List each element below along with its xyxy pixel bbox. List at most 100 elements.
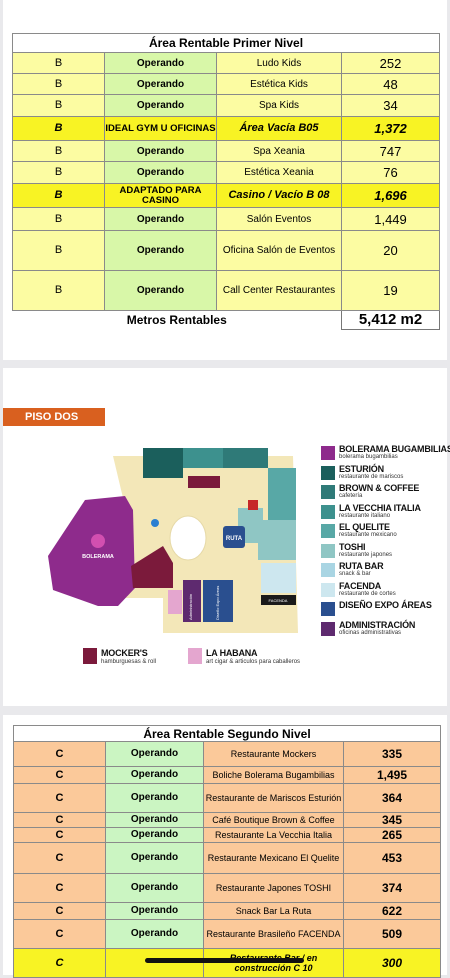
level-cell: C [13, 766, 106, 784]
status-cell: Operando [105, 741, 204, 767]
level-cell: B [12, 230, 105, 271]
legend-swatch [321, 485, 335, 499]
legend-sub: restaurante italiano [339, 512, 391, 519]
level-cell: B [12, 116, 105, 141]
area-cell: 76 [340, 161, 441, 184]
area-cell: 20 [340, 230, 441, 271]
area-cell: 345 [343, 812, 441, 828]
first-level-title: Área Rentable Primer Nivel [11, 33, 441, 53]
area-cell: 509 [343, 919, 441, 949]
administracion-area [183, 580, 201, 622]
legend-swatch [83, 648, 97, 664]
status-cell: Operando [105, 902, 204, 920]
legend-name: LA HABANA [206, 648, 258, 658]
status-cell: Operando [104, 270, 217, 311]
level-cell: B [12, 270, 105, 311]
area-cell: 265 [343, 827, 441, 843]
legend-swatch [321, 446, 335, 460]
footer-label: Metros Rentables [12, 310, 342, 329]
name-cell: Café Boutique Brown & Coffee [203, 812, 344, 828]
area-cell: 19 [340, 270, 441, 311]
level-cell: B [12, 161, 105, 184]
level-cell: C [13, 902, 106, 920]
legend-name: TOSHI [339, 541, 366, 552]
area-cell: 335 [343, 741, 441, 767]
legend-name: RUTA BAR [339, 561, 384, 571]
level-cell: C [13, 812, 106, 828]
diseno-area [203, 580, 233, 622]
legend-sub: bolerama bugambilias [339, 454, 398, 460]
level-cell: B [12, 183, 105, 208]
legend-sub: restaurante japones [339, 551, 393, 558]
legend-name: ADMINISTRACIÓN [339, 619, 416, 630]
legend-sub: cafetería [339, 493, 363, 499]
name-cell: Restaurante de Mariscos Esturión [203, 783, 344, 813]
level-cell: C [13, 783, 106, 813]
name-cell: Área Vacía B05 [216, 116, 342, 141]
elevator-icon [151, 519, 159, 527]
legend-name: EL QUELITE [339, 522, 390, 532]
legend-swatch [321, 543, 335, 558]
name-cell: Restaurante Mexicano El Quelite [203, 842, 344, 874]
area-cell: 34 [340, 94, 441, 117]
area-cell: 374 [343, 873, 441, 903]
level-cell: B [12, 207, 105, 231]
legend-item: DISEÑO EXPO ÁREAS [321, 600, 447, 620]
status-cell: IDEAL GYM U OFICINAS [104, 116, 217, 141]
level-cell: C [13, 948, 106, 978]
name-cell: Estética Kids [216, 73, 342, 95]
legend-name: BROWN & COFFEE [339, 483, 420, 493]
legend-sub: oficinas administrativas [339, 629, 402, 636]
central-atrium [169, 515, 207, 561]
name-cell: Restaurante Japones TOSHI [203, 873, 344, 903]
legend-name: BOLERAMA BUGAMBILIAS [339, 444, 450, 454]
status-cell: Operando [105, 783, 204, 813]
vecchia-area [183, 448, 223, 468]
level-cell: C [13, 741, 106, 767]
table-row: CRestaurante Bar / en construcción C 103… [13, 948, 441, 978]
name-cell: Call Center Restaurantes [216, 270, 342, 311]
legend-swatch [321, 465, 335, 480]
legend-swatch [321, 524, 335, 538]
status-cell: Operando [104, 52, 217, 74]
level-cell: C [13, 827, 106, 843]
esturion-area [143, 448, 183, 478]
legend-sub: restaurante de cortes [339, 590, 396, 597]
area-cell: 1,372 [340, 116, 441, 141]
table-footer-row: Metros Rentables 5,412 m2 [12, 310, 441, 330]
status-cell: Operando [105, 766, 204, 784]
table-header-row: Área Rentable Segundo Nivel [13, 725, 441, 742]
mockers-area [131, 546, 173, 588]
home-indicator[interactable] [145, 958, 304, 963]
legend-swatch [321, 621, 335, 636]
name-cell: Oficina Salón de Eventos [216, 230, 342, 271]
name-cell: Spa Xeania [216, 140, 342, 162]
level-cell: B [12, 73, 105, 95]
red-logo [248, 500, 258, 510]
area-cell: 48 [340, 73, 441, 95]
status-cell [105, 948, 204, 978]
bolerama-map-label: BOLERAMA [82, 554, 114, 560]
legend-sub: restaurante mexicano [339, 532, 397, 538]
name-cell: Restaurante Brasileño FACENDA [203, 919, 344, 949]
status-cell: Operando [105, 873, 204, 903]
floor-map-card: PISO DOS BOLERAMA FACENDA RUTA Administr… [3, 368, 450, 706]
